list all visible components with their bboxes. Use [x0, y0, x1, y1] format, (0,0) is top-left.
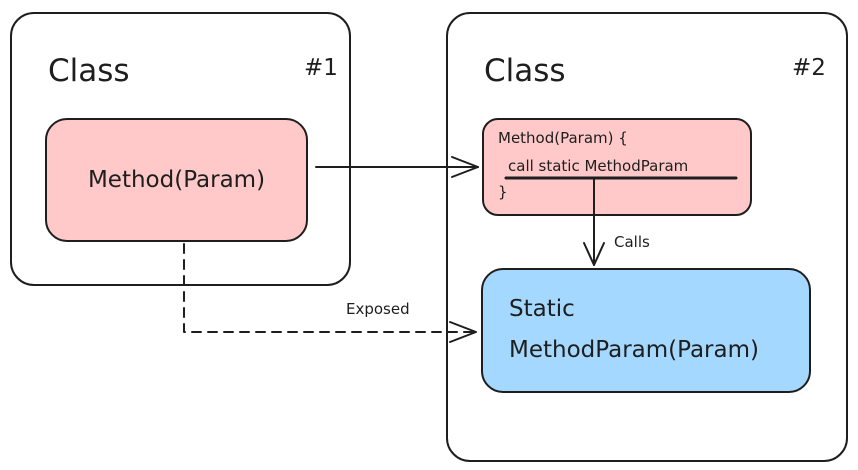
class-2-number: #2	[792, 55, 826, 81]
method-code-line-3: }	[498, 183, 508, 201]
edge-label-calls: Calls	[614, 233, 650, 251]
class-1-number: #1	[304, 55, 338, 81]
method-code-line-1: Method(Param) {	[498, 129, 628, 147]
class-2-title: Class	[484, 53, 566, 89]
method-node-label: Method(Param)	[87, 167, 266, 193]
method-node-class-1[interactable]: Method(Param)	[45, 118, 308, 242]
class-1-title: Class	[48, 53, 130, 89]
static-method-node[interactable]	[481, 268, 811, 393]
edge-label-exposed: Exposed	[346, 300, 410, 318]
method-code-line-2: call static MethodParam	[508, 157, 689, 175]
static-method-line-1: Static	[509, 296, 575, 322]
static-method-line-2: MethodParam(Param)	[509, 337, 759, 363]
method-node-class-2[interactable]	[482, 118, 752, 216]
